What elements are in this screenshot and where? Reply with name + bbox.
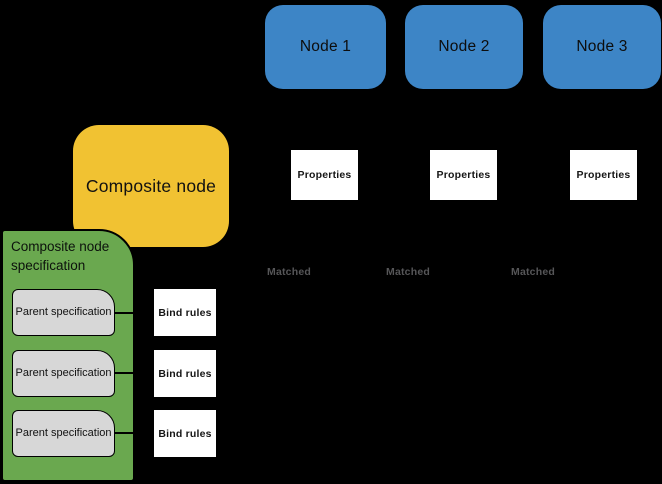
properties-box-1: Properties bbox=[291, 150, 358, 200]
bind-rules-1: Bind rules bbox=[154, 289, 216, 336]
properties-box-2: Properties bbox=[430, 150, 497, 200]
composite-node-specification-container: Composite node specification Parent spec… bbox=[1, 229, 159, 482]
bind-rules-2-label: Bind rules bbox=[158, 367, 212, 380]
composite-node-label: Composite node bbox=[85, 175, 217, 196]
node-1-label: Node 1 bbox=[299, 38, 352, 55]
connector-line-1 bbox=[115, 312, 159, 314]
bind-rules-3-label: Bind rules bbox=[158, 427, 212, 440]
node-2-shape: Node 2 bbox=[405, 5, 523, 89]
bind-rules-3: Bind rules bbox=[154, 410, 216, 457]
properties-box-1-label: Properties bbox=[297, 169, 352, 181]
parent-specification-2-label: Parent specification bbox=[15, 367, 112, 380]
node-2-label: Node 2 bbox=[438, 38, 490, 55]
parent-specification-3-label: Parent specification bbox=[15, 427, 112, 440]
node-3-shape: Node 3 bbox=[543, 5, 661, 89]
matched-label-1: Matched bbox=[267, 266, 311, 278]
matched-label-3: Matched bbox=[511, 266, 555, 278]
properties-box-2-label: Properties bbox=[436, 169, 491, 181]
bind-rules-2: Bind rules bbox=[154, 350, 216, 397]
parent-specification-1-label: Parent specification bbox=[15, 306, 112, 319]
connector-line-2 bbox=[115, 372, 159, 374]
bind-rules-1-label: Bind rules bbox=[158, 306, 212, 319]
parent-specification-2: Parent specification bbox=[12, 350, 115, 397]
properties-box-3: Properties bbox=[570, 150, 637, 200]
specification-title: Composite node specification bbox=[11, 239, 110, 274]
connector-line-3 bbox=[115, 432, 159, 434]
matched-label-2: Matched bbox=[386, 266, 430, 278]
composite-node-shape: Composite node bbox=[73, 125, 229, 247]
node-1-shape: Node 1 bbox=[265, 5, 386, 89]
node-3-label: Node 3 bbox=[576, 38, 628, 55]
parent-specification-3: Parent specification bbox=[12, 410, 115, 457]
parent-specification-1: Parent specification bbox=[12, 289, 115, 336]
properties-box-3-label: Properties bbox=[576, 169, 631, 181]
